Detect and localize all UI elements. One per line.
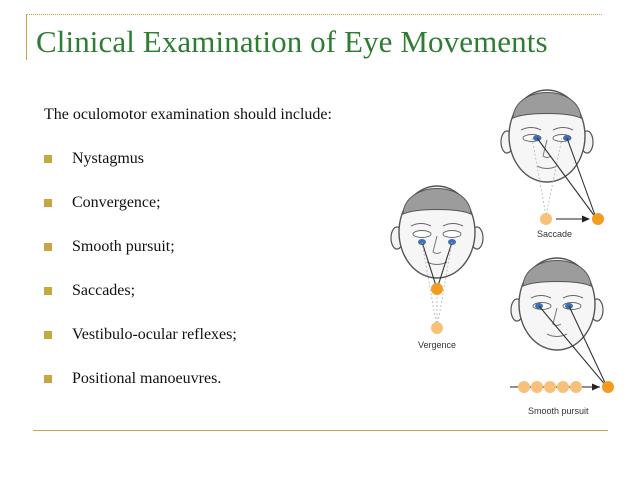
square-bullet-icon [44,199,52,207]
square-bullet-icon [44,287,52,295]
bullet-text: Smooth pursuit; [72,238,175,255]
bullet-text: Saccades; [72,282,136,299]
square-bullet-icon [44,243,52,251]
saccade-label: Saccade [537,229,572,239]
top-rule [26,14,602,15]
square-bullet-icon [44,375,52,383]
vergence-head: Vergence [390,185,484,350]
saccade-head: Saccade [500,89,604,239]
bullet-text: Positional manoeuvres. [72,370,222,387]
square-bullet-icon [44,331,52,339]
intro-text: The oculomotor examination should includ… [44,106,332,123]
slide-title: Clinical Examination of Eye Movements [36,24,548,59]
bullet-text: Vestibulo-ocular reflexes; [72,326,237,343]
bullet-text: Convergence; [72,194,161,211]
eye-movements-figure: Saccade Vergence [390,89,614,416]
bullet-text: Nystagmus [72,150,144,167]
smooth-pursuit-label: Smooth pursuit [528,406,589,416]
vergence-label: Vergence [418,340,456,350]
left-rule [26,14,27,60]
square-bullet-icon [44,155,52,163]
smooth-pursuit-head: Smooth pursuit [510,257,614,416]
bottom-rule [33,430,608,431]
